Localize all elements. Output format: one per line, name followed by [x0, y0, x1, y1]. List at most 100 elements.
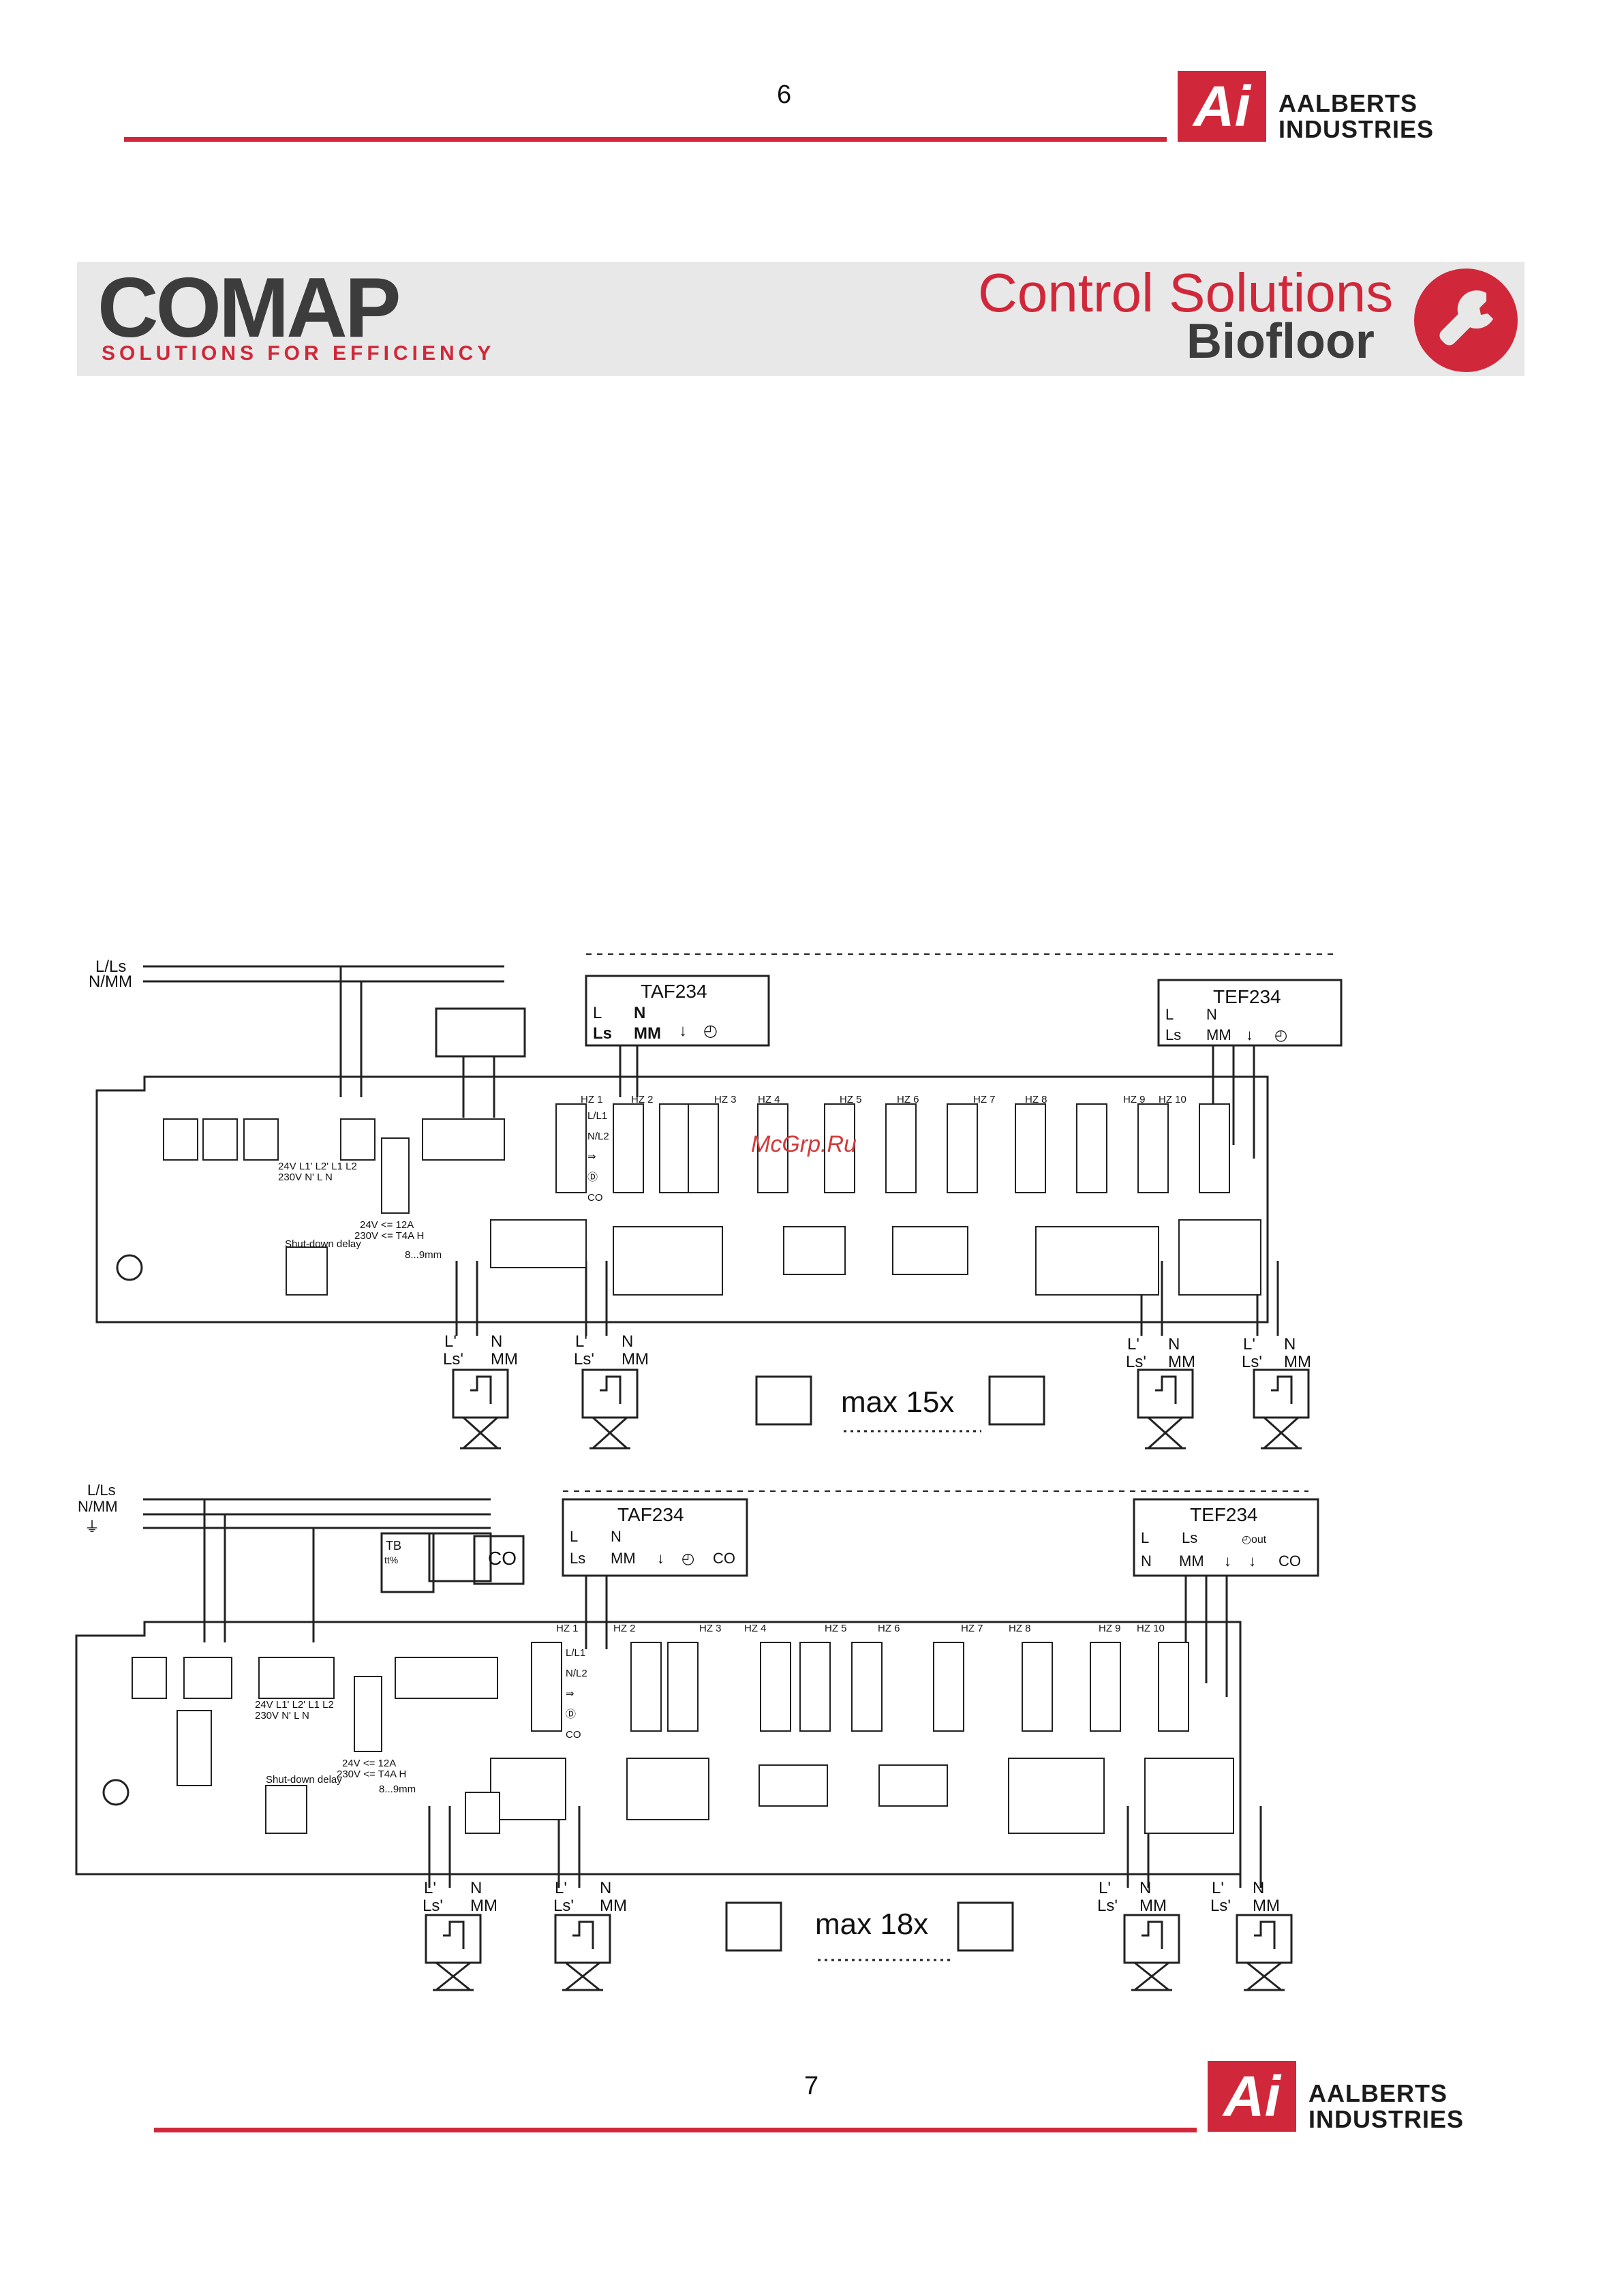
act3-mm: MM [1168, 1353, 1195, 1371]
comap-wordmark: COMAP [97, 261, 401, 355]
zone-label: HZ 10 [1137, 1623, 1165, 1634]
tef-term-mm: MM [1206, 1026, 1231, 1043]
tef-term-arrow: ↓ [1248, 1552, 1256, 1570]
strip-label: 8...9mm [405, 1249, 442, 1261]
page-number-top: 6 [777, 80, 792, 109]
act2-n: N [622, 1332, 633, 1351]
aalberts-ai-mark: Ai [1178, 71, 1266, 142]
tef-term-mm: MM [1179, 1552, 1204, 1570]
power-label: 230V N' L N [255, 1710, 309, 1721]
tb-label: TB [386, 1539, 401, 1552]
aalberts-line1: AALBERTS [1308, 2079, 1447, 2107]
co-box-label: CO [488, 1548, 517, 1569]
mains-label-n: N/MM [78, 1498, 118, 1515]
act4-n: N [1284, 1335, 1296, 1353]
row-label: CO [587, 1192, 603, 1204]
mains-label-l: L/Ls [95, 958, 126, 976]
act3-n: N [1168, 1335, 1180, 1353]
power-label: 24V L1' L2' L1 L2 [278, 1161, 357, 1172]
aalberts-logo-bottom: Ai AALBERTS INDUSTRIES [1208, 2061, 1480, 2136]
taf-term-l: L [570, 1528, 578, 1545]
zone-label: HZ 4 [758, 1094, 780, 1105]
act3-l: L' [1127, 1335, 1139, 1353]
zone-label: HZ 2 [631, 1094, 654, 1105]
row-label: L/L1 [587, 1110, 607, 1122]
act3-ls: Ls' [1126, 1353, 1146, 1371]
act1-l: L' [444, 1332, 457, 1351]
max-count-label: max 18x [815, 1908, 928, 1941]
tef-term-arrow: ↓ [1224, 1552, 1231, 1570]
taf-term-arrow: ↓ [679, 1022, 687, 1040]
tef-term-l: L [1141, 1529, 1149, 1546]
shutdown-label: Shut-down delay [266, 1774, 342, 1786]
aalberts-logo-top: Ai AALBERTS INDUSTRIES [1178, 71, 1450, 146]
act3-n: N [1139, 1879, 1151, 1897]
header-rule-top [124, 137, 1167, 142]
act2-n: N [600, 1879, 611, 1897]
taf-term-arrow: ↓ [657, 1550, 664, 1567]
tef-term-n: N [1141, 1552, 1152, 1570]
comap-tagline: SOLUTIONS FOR EFFICIENCY [102, 342, 495, 365]
tef-term-co: CO [1278, 1552, 1301, 1570]
tef234-label: TEF234 [1213, 986, 1281, 1007]
row-label: CO [566, 1729, 581, 1741]
act1-n: N [470, 1879, 482, 1897]
act1-n: N [491, 1332, 502, 1351]
max-count-label: max 15x [841, 1386, 954, 1419]
zone-label: HZ 4 [744, 1623, 767, 1634]
zone-label: HZ 9 [1123, 1094, 1146, 1105]
act3-l: L' [1099, 1879, 1111, 1897]
taf-term-mm: MM [634, 1024, 661, 1043]
act4-l: L' [1243, 1335, 1255, 1353]
act1-ls: Ls' [443, 1350, 463, 1368]
row-label: ⇒ [566, 1688, 574, 1700]
taf-term-ls: Ls [570, 1550, 585, 1567]
comap-banner: COMAP SOLUTIONS FOR EFFICIENCY Control S… [77, 262, 1525, 376]
zone-label: HZ 7 [961, 1623, 983, 1634]
strip-label: 8...9mm [379, 1784, 416, 1795]
power-label: 24V L1' L2' L1 L2 [255, 1699, 334, 1711]
row-label: L/L1 [566, 1647, 585, 1659]
row-label: N/L2 [587, 1131, 609, 1142]
zone-label: HZ 5 [825, 1623, 847, 1634]
aalberts-line1: AALBERTS [1278, 89, 1418, 117]
zone-label: HZ 9 [1099, 1623, 1121, 1634]
act4-l: L' [1212, 1879, 1224, 1897]
shutdown-label: Shut-down delay [285, 1238, 361, 1250]
taf-term-clock: ◴ [681, 1550, 694, 1567]
taf-term-mm: MM [611, 1550, 636, 1567]
aalberts-ai-mark: Ai [1208, 2061, 1296, 2132]
row-label: Ⓓ [566, 1709, 576, 1720]
act4-ls: Ls' [1242, 1353, 1262, 1371]
zone-label: HZ 7 [973, 1094, 996, 1105]
act4-ls: Ls' [1210, 1897, 1231, 1915]
act1-mm: MM [470, 1897, 497, 1915]
taf-term-n: N [634, 1004, 645, 1022]
act3-ls: Ls' [1097, 1897, 1118, 1915]
zone-label: HZ 1 [581, 1094, 603, 1105]
taf-term-clock: ◴ [703, 1022, 718, 1040]
tef-term-clock: ◴ [1274, 1026, 1287, 1043]
act2-ls: Ls' [574, 1350, 594, 1368]
mains-label-n: N/MM [89, 973, 132, 991]
act1-mm: MM [491, 1350, 518, 1368]
mains-label-l: L/Ls [87, 1482, 116, 1499]
tef-term-l: L [1165, 1006, 1174, 1023]
zone-label: HZ 5 [840, 1094, 862, 1105]
taf234-label: TAF234 [641, 981, 707, 1002]
row-label: N/L2 [566, 1668, 587, 1679]
zone-label: HZ 2 [613, 1623, 636, 1634]
zone-label: HZ 6 [878, 1623, 900, 1634]
taf-term-co: CO [713, 1550, 735, 1567]
earth-icon: ⏚ [85, 1518, 99, 1535]
footer-rule [154, 2128, 1197, 2132]
banner-title: Control Solutions [978, 262, 1394, 323]
act2-mm: MM [600, 1897, 627, 1915]
act4-mm: MM [1284, 1353, 1311, 1371]
aalberts-line2: INDUSTRIES [1308, 2105, 1465, 2133]
act3-mm: MM [1139, 1897, 1167, 1915]
wrench-icon [1414, 269, 1518, 372]
act2-l: L' [555, 1879, 567, 1897]
taf-term-ls: Ls [593, 1024, 612, 1043]
fuse-label: 230V <= T4A H [354, 1230, 424, 1242]
